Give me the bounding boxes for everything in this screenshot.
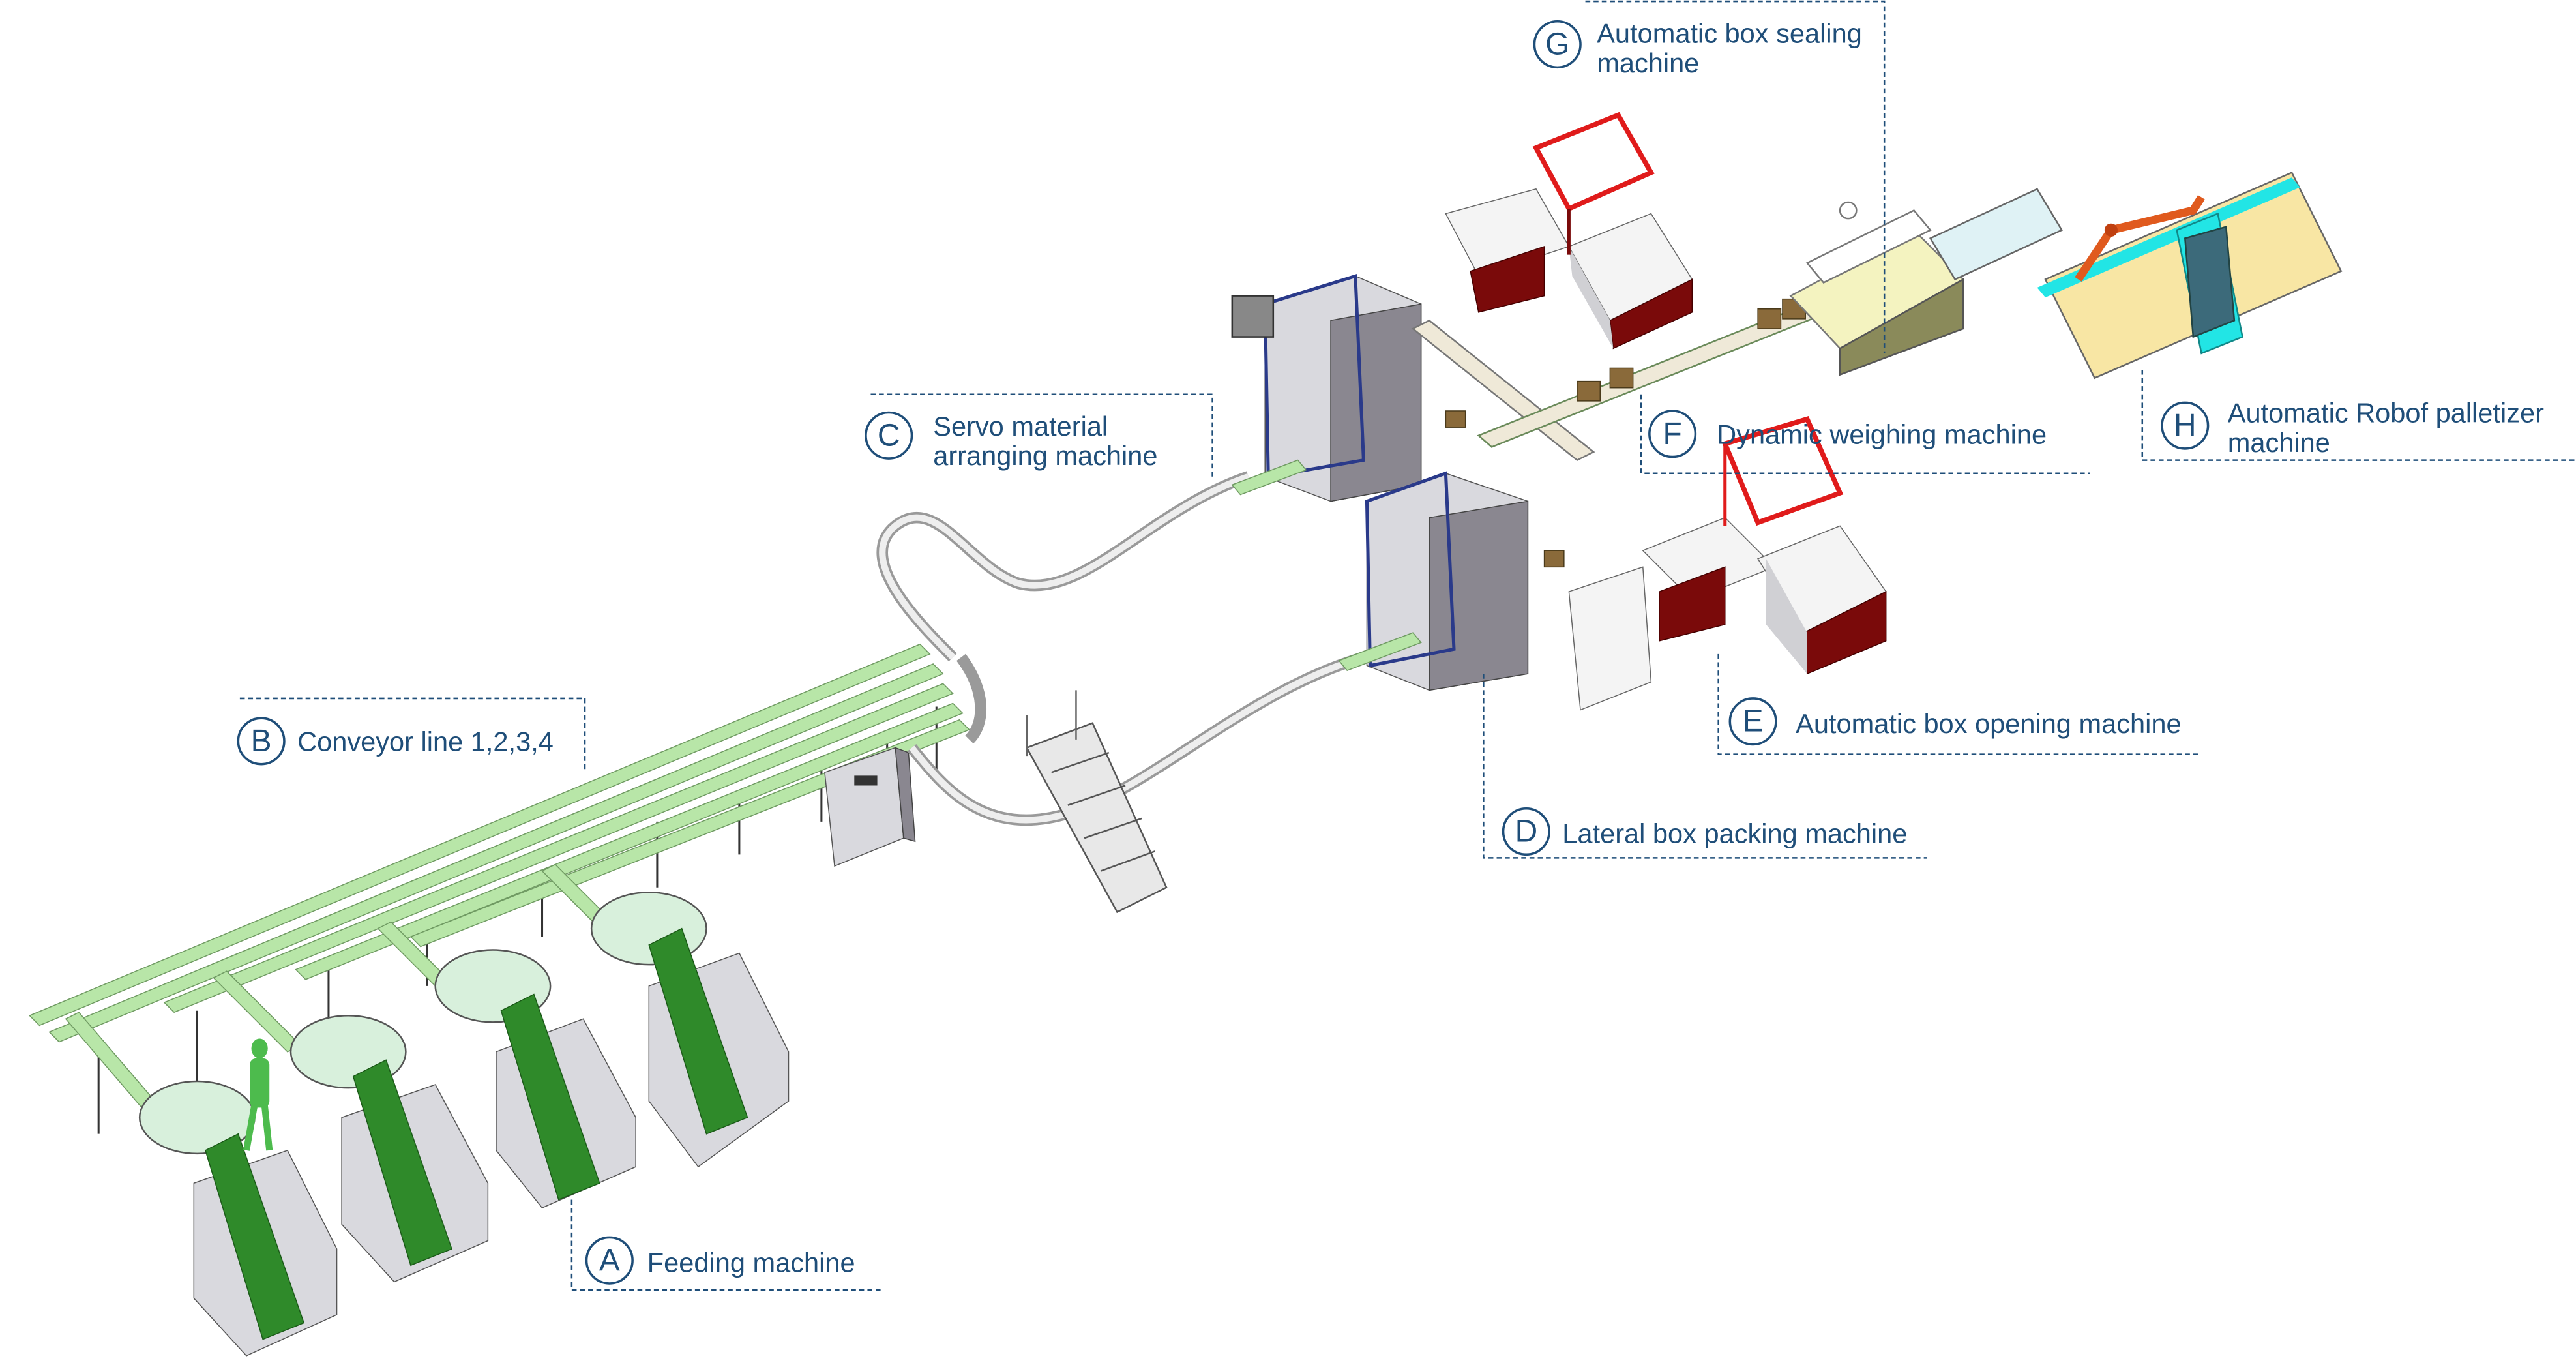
station-letter: C bbox=[878, 418, 900, 453]
station-name-line2: machine bbox=[2228, 427, 2330, 458]
curved-conveyors bbox=[876, 471, 1365, 826]
packing-machine-lower bbox=[1365, 471, 1529, 691]
station-name: Feeding machine bbox=[647, 1247, 855, 1278]
badge-circle bbox=[585, 1236, 634, 1285]
station-label-h: H Automatic Robof palletizer machine bbox=[2161, 398, 2544, 458]
station-name: Dynamic weighing machine bbox=[1717, 419, 2047, 449]
box-sealing-machine bbox=[1789, 188, 2064, 376]
feeding-machine-3 bbox=[434, 949, 636, 1208]
station-letter: F bbox=[1663, 417, 1682, 451]
station-name: Lateral box packing machine bbox=[1562, 818, 1907, 849]
station-letter: H bbox=[2174, 408, 2197, 443]
station-name-line2: arranging machine bbox=[933, 440, 1157, 471]
station-name: Conveyor line 1,2,3,4 bbox=[297, 727, 554, 757]
feeding-machine-4 bbox=[590, 892, 790, 1168]
station-letter: B bbox=[251, 724, 272, 758]
station-name-line1: Automatic box sealing bbox=[1597, 18, 1862, 49]
feeding-machines bbox=[138, 892, 790, 1357]
feeding-machine-1 bbox=[138, 1080, 338, 1357]
station-name-line2: machine bbox=[1597, 48, 1699, 78]
operator-figure bbox=[243, 1038, 273, 1151]
machinery-illustration bbox=[29, 112, 2343, 1357]
station-label-d: D Lateral box packing machine bbox=[1502, 807, 1907, 856]
box-opening-machine bbox=[1568, 416, 1887, 711]
station-label-b: B Conveyor line 1,2,3,4 bbox=[237, 717, 554, 766]
station-label-g: G Automatic box sealing machine bbox=[1533, 18, 1862, 78]
station-label-c: C Servo material arranging machine bbox=[865, 411, 1157, 471]
access-stairs bbox=[1026, 690, 1168, 914]
station-letter: D bbox=[1515, 815, 1538, 849]
station-name-line1: Servo material bbox=[933, 411, 1108, 442]
box-packing-machines bbox=[1231, 273, 1529, 691]
box-sealing-area bbox=[1445, 112, 1693, 350]
station-name-line1: Automatic Robof palletizer bbox=[2228, 398, 2544, 428]
station-label-f: F Dynamic weighing machine bbox=[1648, 410, 2047, 458]
packing-machine-upper bbox=[1231, 273, 1422, 502]
weighing-conveyor bbox=[1411, 298, 1822, 568]
leader-lines bbox=[239, 0, 2576, 1291]
station-label-a: A Feeding machine bbox=[585, 1236, 855, 1285]
conveyor-lines bbox=[29, 643, 971, 1135]
station-label-e: E Automatic box opening machine bbox=[1728, 697, 2182, 746]
feeding-machine-2 bbox=[289, 1014, 489, 1283]
station-name: Automatic box opening machine bbox=[1796, 708, 2181, 739]
station-letter: A bbox=[599, 1243, 620, 1278]
station-letter: E bbox=[1743, 704, 1764, 739]
robot-palletizer bbox=[2037, 171, 2343, 380]
control-cabinet bbox=[824, 747, 916, 867]
station-letter: G bbox=[1545, 27, 1569, 62]
